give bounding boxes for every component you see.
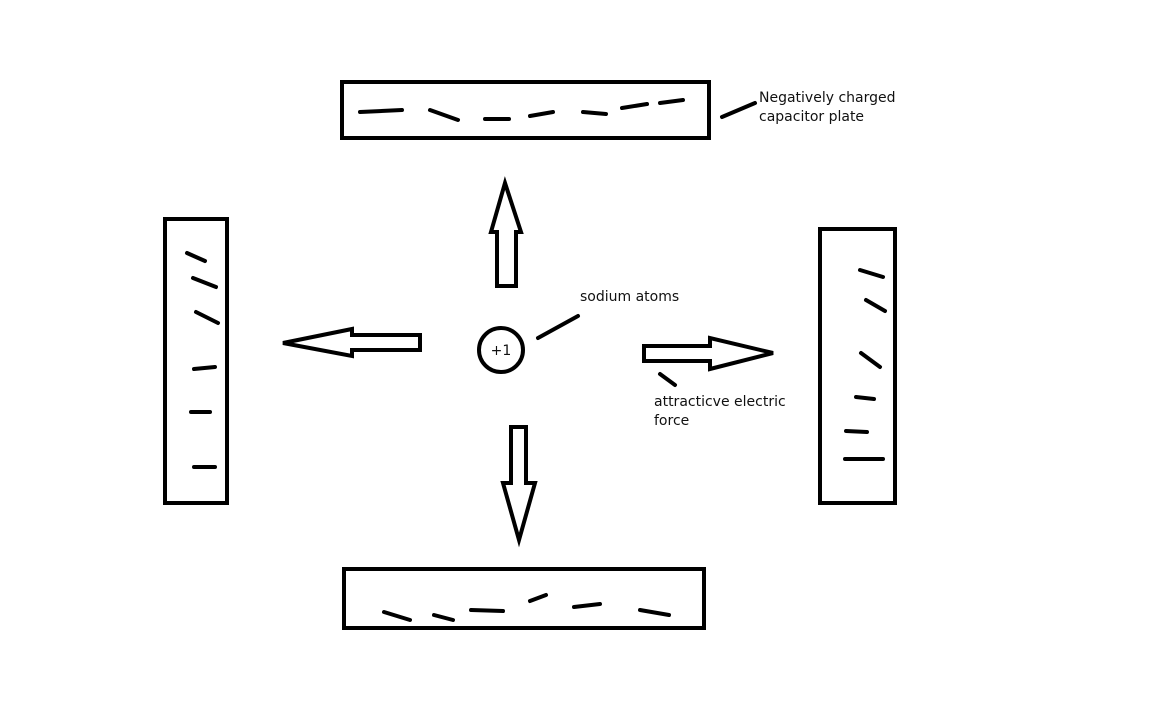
atom-label: sodium atoms (580, 289, 679, 305)
arrow-right (642, 335, 774, 372)
arrow-up (488, 176, 524, 288)
bottom-plate (342, 567, 706, 630)
plate-leader-line (720, 101, 757, 119)
top-plate (340, 80, 711, 140)
force-leader-line (658, 372, 677, 387)
plate-label-line1: Negatively charged (759, 90, 896, 106)
left-plate (163, 217, 229, 505)
plate-label-line2: capacitor plate (759, 109, 864, 125)
right-plate (818, 227, 897, 505)
force-label-line1: attracticve electric (654, 394, 786, 410)
atom-charge: +1 (491, 343, 512, 359)
force-label-line2: force (654, 413, 689, 429)
arrow-down (500, 425, 538, 548)
atom-leader-line (536, 314, 580, 340)
sodium-atom: +1 (477, 326, 525, 374)
arrow-left (282, 326, 422, 359)
